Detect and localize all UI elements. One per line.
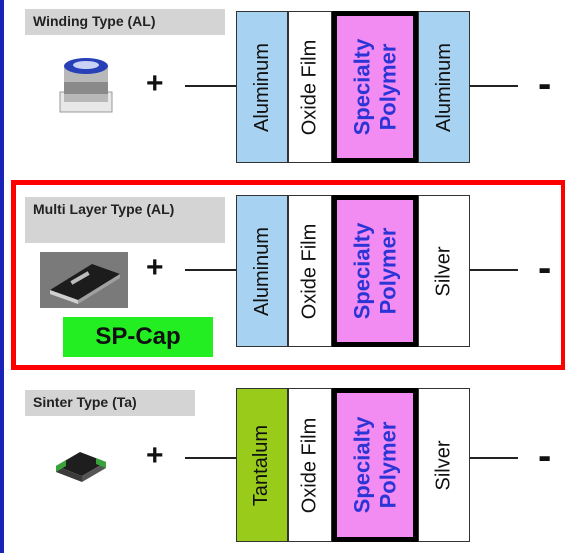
wire-left <box>185 269 237 271</box>
type-label: Sinter Type (Ta) <box>25 390 195 416</box>
multilayer-capacitor-icon <box>40 252 128 308</box>
wire-left <box>185 85 237 87</box>
row-multi-layer-type: Multi Layer Type (AL) + Aluminum Oxide F… <box>0 178 565 372</box>
layer-label: Oxide Film <box>298 223 321 319</box>
layer-specialty-polymer: Specialty Polymer <box>332 11 418 163</box>
layer-label: Aluminum <box>432 42 455 132</box>
layer-label: Silver <box>432 245 455 297</box>
positive-terminal: + <box>146 67 164 100</box>
layer-aluminum: Aluminum <box>236 195 288 347</box>
layer-label: Oxide Film <box>298 39 321 135</box>
layer-oxide-film: Oxide Film <box>288 195 332 347</box>
wire-right <box>470 269 518 271</box>
layer-label: Aluminum <box>250 42 273 132</box>
positive-terminal: + <box>146 439 164 472</box>
layer-specialty-polymer: Specialty Polymer <box>332 388 418 542</box>
type-label: Multi Layer Type (AL) <box>25 197 225 243</box>
layer-label: Specialty Polymer <box>349 38 401 136</box>
layer-silver: Silver <box>418 388 470 542</box>
layer-label: Tantalum <box>250 424 273 506</box>
row-sinter-type: Sinter Type (Ta) + Tantalum Oxide Film S… <box>0 372 565 553</box>
positive-terminal: + <box>146 251 164 284</box>
layer-tantalum: Tantalum <box>236 388 288 542</box>
winding-capacitor-icon <box>59 58 113 113</box>
negative-terminal: - <box>538 434 552 478</box>
layer-aluminum: Aluminum <box>236 11 288 163</box>
layer-label: Specialty Polymer <box>349 222 401 320</box>
layer-aluminum: Aluminum <box>418 11 470 163</box>
negative-terminal: - <box>538 246 552 290</box>
row-winding-type: Winding Type (AL) + Aluminum Oxide Film … <box>0 0 565 178</box>
layer-oxide-film: Oxide Film <box>288 11 332 163</box>
left-rule <box>0 0 4 553</box>
layer-label: Aluminum <box>250 226 273 316</box>
layer-silver: Silver <box>418 195 470 347</box>
layer-label: Oxide Film <box>298 417 321 513</box>
sinter-capacitor-icon <box>56 452 106 482</box>
sp-cap-badge: SP-Cap <box>63 317 213 357</box>
wire-left <box>185 457 237 459</box>
highlight-frame <box>11 180 565 370</box>
layer-oxide-film: Oxide Film <box>288 388 332 542</box>
wire-right <box>470 85 518 87</box>
layer-label: Silver <box>432 439 455 491</box>
type-label: Winding Type (AL) <box>25 9 225 35</box>
layer-specialty-polymer: Specialty Polymer <box>332 195 418 347</box>
wire-right <box>470 457 518 459</box>
layer-label: Specialty Polymer <box>349 416 401 514</box>
negative-terminal: - <box>538 62 552 106</box>
